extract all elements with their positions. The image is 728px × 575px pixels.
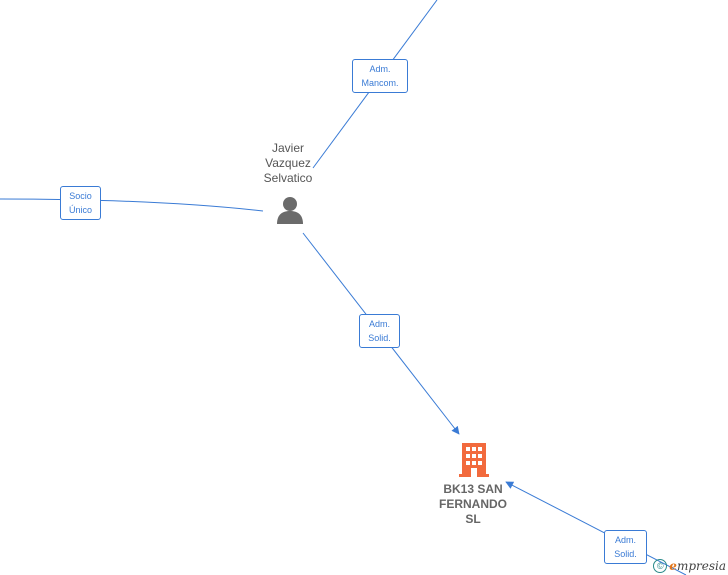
person-name[interactable]: Javier Vazquez Selvatico [238,141,338,186]
edge-label-line: Adm. [369,64,391,74]
edge-label-socio-unico[interactable]: Socio Único [60,186,101,220]
edge-label-line: Mancom. [361,78,399,88]
edge-label-line: Solid. [368,333,391,343]
empresia-watermark: © empresia [653,559,726,573]
person-name-line3: Selvatico [263,171,313,185]
edge-label-adm-mancom[interactable]: Adm. Mancom. [352,59,408,93]
person-name-line1: Javier [271,141,304,155]
company-name-line2: FERNANDO [439,497,507,511]
person-icon[interactable] [275,196,305,224]
edge-label-line: Adm. [368,319,390,329]
edge-label-adm-solid-2[interactable]: Adm. Solid. [604,530,647,564]
company-name-line3: SL [465,512,481,526]
edge-label-adm-solid-1[interactable]: Adm. Solid. [359,314,400,348]
edge-label-line: Socio [69,191,92,201]
edge-label-line: Adm. [614,535,636,545]
edge-label-line: Único [68,205,92,215]
edge-label-line: Solid. [614,549,637,559]
person-name-line2: Vazquez [265,156,311,170]
brand-logo: empresia [669,559,726,573]
brand-e: e [669,559,677,573]
edge-socio-unico [0,198,264,212]
brand-rest: mpresia [676,559,726,573]
building-icon[interactable] [459,443,489,477]
company-name[interactable]: BK13 SAN FERNANDO SL [418,482,528,527]
copyright-icon: © [653,559,668,573]
company-name-line1: BK13 SAN [443,482,503,496]
